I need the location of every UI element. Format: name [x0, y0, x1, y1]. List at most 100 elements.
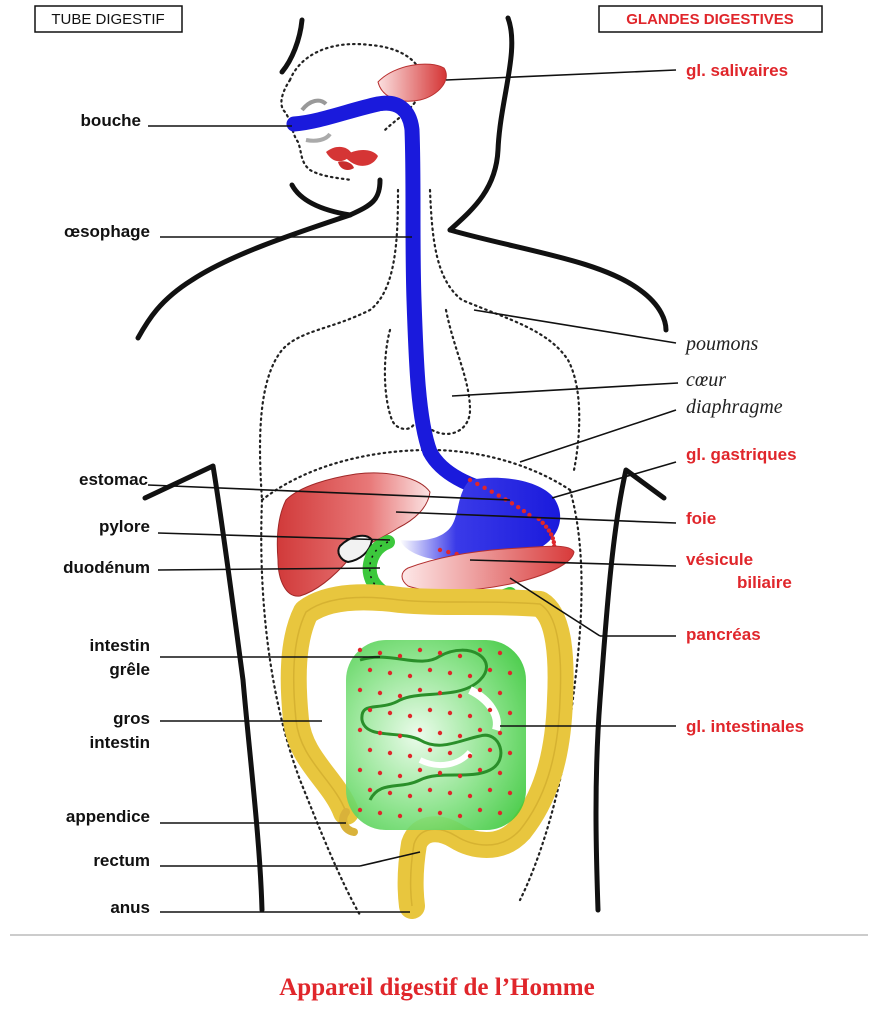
gland-dot	[417, 767, 423, 773]
label-vesicule-line1: vésicule	[686, 550, 753, 569]
gland-dot	[457, 653, 463, 659]
gland-dot	[475, 481, 480, 487]
gland-dot	[507, 790, 513, 796]
gland-dot	[527, 512, 532, 518]
gland-dot	[447, 670, 453, 676]
gland-dot	[467, 477, 473, 483]
gland-dot	[509, 501, 515, 506]
gland-dot	[367, 747, 373, 753]
gland-dot	[457, 813, 463, 819]
gland-dot	[548, 532, 554, 537]
gland-dot	[417, 807, 423, 813]
gland-dot	[367, 667, 373, 673]
gland-dot	[507, 670, 513, 676]
gland-dot	[377, 770, 383, 776]
small-intestine	[346, 640, 526, 830]
gland-dot	[487, 707, 493, 713]
gland-dot	[477, 807, 483, 813]
pancreas	[401, 545, 575, 592]
gland-dot	[482, 485, 487, 490]
gland-dot	[497, 650, 503, 656]
label-intestin-grele-line2: grêle	[109, 660, 150, 679]
gland-dot	[540, 520, 545, 525]
oesophagus	[286, 95, 518, 504]
gland-dot	[467, 673, 473, 679]
label-estomac: estomac	[79, 470, 148, 489]
label-pancreas: pancréas	[686, 625, 761, 644]
label-gros-intestin-line1: gros	[113, 709, 150, 728]
label-rectum: rectum	[93, 851, 150, 870]
gland-dot	[407, 673, 413, 679]
gland-dot	[497, 690, 503, 696]
caption: Appareil digestif de l’Homme	[279, 974, 594, 1001]
label-intestin-grele-line1: intestin	[90, 636, 150, 655]
intestinal-glands-dots	[357, 647, 513, 819]
large-intestine	[280, 584, 574, 919]
gland-dot	[357, 767, 363, 773]
gland-dot	[427, 707, 433, 713]
label-vesicule-line2: biliaire	[737, 573, 792, 592]
svg-text:GLANDES DIGESTIVES: GLANDES DIGESTIVES	[626, 11, 794, 28]
stomach	[400, 477, 561, 561]
gland-dot	[447, 790, 453, 796]
label-oesophage: œsophage	[64, 222, 150, 241]
gland-dot	[507, 750, 513, 756]
label-bouche: bouche	[81, 111, 141, 130]
gland-dot	[387, 790, 393, 796]
gland-dot	[437, 547, 443, 553]
gland-dot	[357, 727, 363, 733]
label-appendice: appendice	[66, 807, 150, 826]
gland-dot	[457, 733, 463, 739]
gland-dot	[477, 767, 483, 773]
header-glandes-digestives: GLANDES DIGESTIVES	[598, 5, 823, 33]
gland-dot	[447, 750, 453, 756]
gland-dot	[546, 528, 552, 533]
label-duodenum: duodénum	[63, 558, 150, 577]
gland-dot	[377, 690, 383, 696]
gland-dot	[496, 493, 501, 498]
gland-dot	[387, 670, 393, 676]
gland-dot	[457, 693, 463, 699]
gland-dot	[397, 653, 403, 659]
label-gl-intestinales: gl. intestinales	[686, 717, 804, 736]
gland-dot	[407, 753, 413, 759]
gland-dot	[497, 730, 503, 736]
gland-dot	[427, 747, 433, 753]
gland-dot	[387, 750, 393, 756]
gland-dot	[377, 810, 383, 816]
gland-dot	[417, 647, 423, 653]
gland-dot	[487, 747, 493, 753]
gland-dot	[497, 810, 503, 816]
gland-dot	[550, 536, 556, 541]
gland-dot	[357, 647, 363, 653]
gland-dot	[367, 787, 373, 793]
gland-dot	[437, 690, 443, 696]
gland-dot	[446, 549, 451, 555]
gland-dot	[397, 733, 403, 739]
gland-dot	[407, 793, 413, 799]
gland-dot	[487, 787, 493, 793]
label-gros-intestin-line2: intestin	[90, 733, 150, 752]
gland-dot	[377, 650, 383, 656]
label-coeur: cœur	[686, 369, 726, 391]
gland-dot	[397, 813, 403, 819]
gland-dot	[467, 753, 473, 759]
gallbladder	[337, 534, 374, 564]
svg-text:TUBE DIGESTIF: TUBE DIGESTIF	[51, 11, 164, 28]
gland-dot	[377, 730, 383, 736]
header-tube-digestif: TUBE DIGESTIF	[34, 5, 183, 33]
label-poumons: poumons	[684, 333, 758, 355]
gland-dot	[543, 524, 549, 529]
appendix	[339, 808, 358, 836]
gland-dot	[427, 667, 433, 673]
gland-dot	[515, 505, 521, 510]
gland-dot	[521, 508, 527, 514]
gland-dot	[437, 810, 443, 816]
gland-dot	[357, 807, 363, 813]
gland-dot	[477, 727, 483, 733]
gland-dot	[497, 770, 503, 776]
label-anus: anus	[110, 898, 150, 917]
gland-dot	[357, 687, 363, 693]
